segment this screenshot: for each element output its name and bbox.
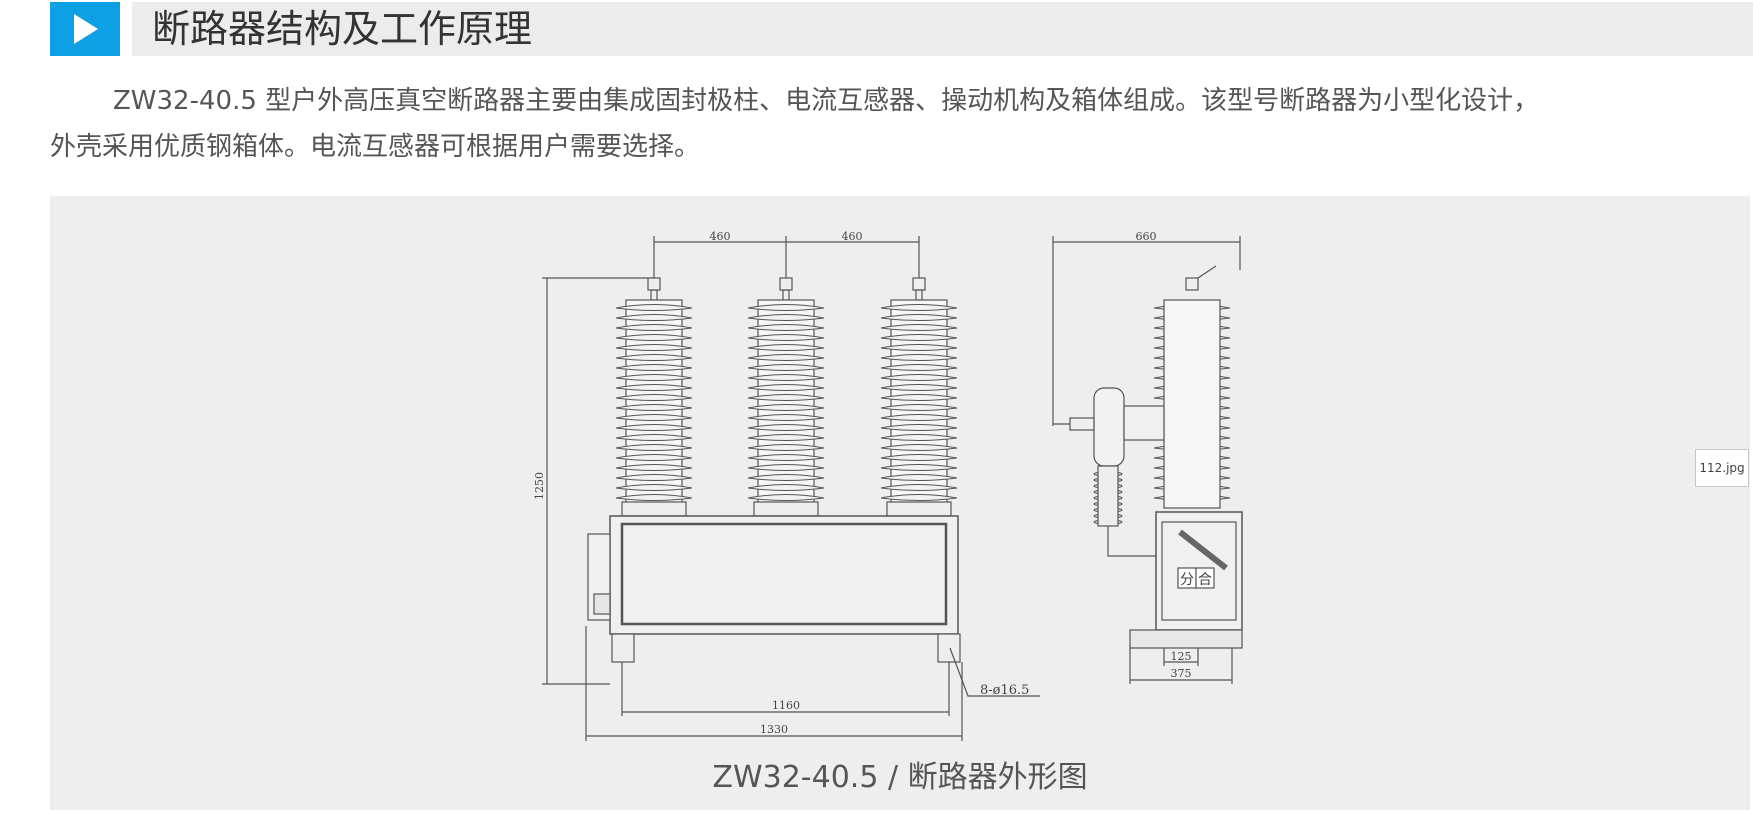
dim-1330: 1330 — [760, 723, 788, 736]
intro-line-1: ZW32-40.5 型户外高压真空断路器主要由集成固封极柱、电流互感器、操动机构… — [113, 86, 1540, 116]
dim-375: 375 — [1171, 667, 1192, 680]
dim-660: 660 — [1136, 230, 1157, 243]
intro-line-2: 外壳采用优质钢箱体。电流互感器可根据用户需要选择。 — [50, 132, 701, 162]
figure-caption: ZW32-40.5 / 断路器外形图 — [712, 760, 1088, 795]
breaker-outline-drawing: 460 460 1250 1160 1330 8-ø16.5 660 125 3… — [533, 230, 1243, 741]
intro-paragraph: ZW32-40.5 型户外高压真空断路器主要由集成固封极柱、电流互感器、操动机构… — [50, 78, 1750, 170]
label-close: 合 — [1198, 572, 1212, 588]
dim-mount-holes: 8-ø16.5 — [980, 683, 1029, 698]
dim-height: 1250 — [533, 472, 546, 500]
section-header: 断路器结构及工作原理 — [50, 2, 1753, 56]
side-view — [1052, 236, 1243, 684]
label-open: 分 — [1180, 572, 1194, 588]
play-icon — [50, 2, 120, 56]
dim-460-right: 460 — [842, 230, 863, 243]
dim-460-left: 460 — [710, 230, 731, 243]
file-label: 112.jpg — [1695, 449, 1749, 487]
dim-125: 125 — [1171, 650, 1192, 663]
section-title: 断路器结构及工作原理 — [152, 7, 533, 51]
title-strip: 断路器结构及工作原理 — [132, 2, 1753, 56]
figure-panel: 460 460 1250 1160 1330 8-ø16.5 660 125 3… — [50, 196, 1750, 810]
dim-1160: 1160 — [772, 699, 800, 712]
